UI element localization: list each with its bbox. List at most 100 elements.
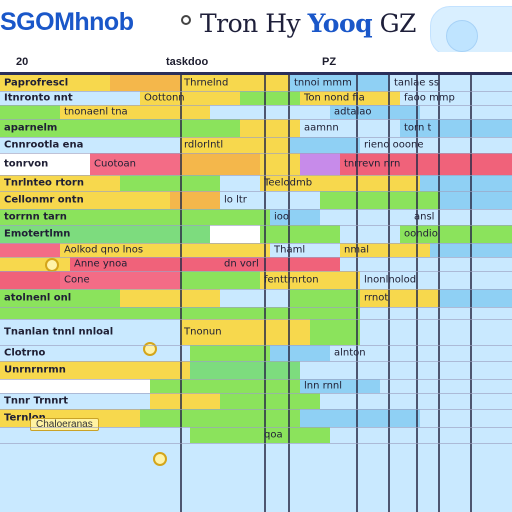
- event-block[interactable]: tnrrevn nrn: [340, 153, 512, 175]
- event-block[interactable]: ansl: [410, 209, 512, 225]
- event-block[interactable]: [260, 153, 300, 175]
- event-block[interactable]: [300, 409, 420, 427]
- event-block[interactable]: [270, 345, 330, 361]
- column-header-a[interactable]: 20: [16, 56, 29, 68]
- marker-icon[interactable]: [153, 452, 167, 466]
- event-block[interactable]: qoa: [260, 427, 330, 443]
- event-block[interactable]: alnton: [330, 345, 512, 361]
- event-block[interactable]: [190, 345, 270, 361]
- event-block[interactable]: [420, 175, 512, 191]
- event-badge[interactable]: Chaloeranas: [30, 418, 99, 431]
- event-block[interactable]: lnn rnnl: [300, 379, 380, 393]
- event-block[interactable]: Tnnr Trnnrt: [0, 393, 150, 409]
- table-row[interactable]: Tnrlnteo rtorn Teelodmb: [0, 175, 512, 191]
- event-block[interactable]: [110, 75, 180, 91]
- event-block[interactable]: [420, 105, 512, 119]
- event-block[interactable]: Paprofrescl: [0, 75, 110, 91]
- event-block[interactable]: rieno ooone: [360, 137, 512, 153]
- event-block[interactable]: [0, 307, 260, 319]
- event-block[interactable]: [320, 191, 440, 209]
- table-row[interactable]: qoa: [0, 427, 512, 443]
- event-block[interactable]: tanlae ss: [390, 75, 512, 91]
- event-block[interactable]: [90, 119, 240, 137]
- event-block[interactable]: [340, 257, 420, 271]
- event-block[interactable]: [320, 393, 400, 409]
- table-row[interactable]: tnonaenl tna adtalao: [0, 105, 512, 119]
- event-block[interactable]: Emotertlmn: [0, 225, 210, 243]
- column-header-c[interactable]: PZ: [322, 56, 337, 68]
- event-block[interactable]: [0, 379, 150, 393]
- event-block[interactable]: [440, 191, 512, 209]
- event-block[interactable]: [120, 209, 270, 225]
- event-block[interactable]: torrnn tarn: [0, 209, 120, 225]
- event-block[interactable]: aparnelm: [0, 119, 90, 137]
- event-block[interactable]: [260, 225, 340, 243]
- event-block[interactable]: [360, 307, 512, 319]
- event-block[interactable]: Cellonmr ontn: [0, 191, 170, 209]
- event-block[interactable]: [220, 289, 290, 307]
- table-row[interactable]: Clotrno alnton: [0, 345, 512, 361]
- table-row[interactable]: [0, 307, 512, 319]
- event-block[interactable]: Tnonun: [180, 319, 310, 345]
- event-block[interactable]: [0, 243, 60, 257]
- event-block[interactable]: [400, 393, 512, 409]
- event-block[interactable]: [150, 379, 220, 393]
- event-block[interactable]: Ton nond fia: [300, 91, 400, 105]
- table-row[interactable]: [0, 443, 512, 512]
- event-block[interactable]: [220, 379, 300, 393]
- event-block[interactable]: [0, 257, 70, 271]
- event-block[interactable]: fenttrnrton: [260, 271, 360, 289]
- column-header-b[interactable]: taskdoo: [166, 56, 209, 68]
- event-block[interactable]: [180, 153, 260, 175]
- event-block[interactable]: Cuotoan: [90, 153, 180, 175]
- event-block[interactable]: [190, 361, 300, 379]
- event-block[interactable]: [240, 119, 300, 137]
- event-block[interactable]: Clotrno: [0, 345, 190, 361]
- event-block[interactable]: Anne ynoa: [70, 257, 220, 271]
- event-block[interactable]: [300, 153, 340, 175]
- event-block[interactable]: [190, 427, 260, 443]
- event-block[interactable]: [180, 271, 260, 289]
- table-row[interactable]: Emotertlmn oondio: [0, 225, 512, 243]
- event-block[interactable]: [220, 393, 320, 409]
- event-block[interactable]: [0, 271, 60, 289]
- event-block[interactable]: Oottonn: [140, 91, 240, 105]
- event-block[interactable]: lo ltr: [220, 191, 320, 209]
- event-block[interactable]: [260, 307, 360, 319]
- event-block[interactable]: [0, 427, 190, 443]
- event-block[interactable]: Aolkod qno lnos: [60, 243, 270, 257]
- event-block[interactable]: Teelodmb: [260, 175, 420, 191]
- event-block[interactable]: Cone: [60, 271, 180, 289]
- event-block[interactable]: Cnnrootla ena: [0, 137, 180, 153]
- table-row[interactable]: Aolkod qno lnosThamlnmal: [0, 243, 512, 257]
- event-block[interactable]: Thrnelnd: [180, 75, 290, 91]
- table-row[interactable]: Unrnrnrmn: [0, 361, 512, 379]
- event-block[interactable]: [0, 105, 60, 119]
- event-block[interactable]: [120, 175, 220, 191]
- event-block[interactable]: [150, 393, 220, 409]
- event-block[interactable]: [440, 289, 512, 307]
- event-block[interactable]: lnonlnolod: [360, 271, 512, 289]
- event-block[interactable]: Tnrlnteo rtorn: [0, 175, 120, 191]
- event-block[interactable]: adtalao: [330, 105, 420, 119]
- event-block[interactable]: Tnanlan tnnl nnloal: [0, 319, 180, 345]
- event-block[interactable]: [210, 105, 330, 119]
- event-block[interactable]: rdlorlntl: [180, 137, 290, 153]
- event-block[interactable]: tnonaenl tna: [60, 105, 210, 119]
- event-block[interactable]: [420, 409, 512, 427]
- event-block[interactable]: [240, 91, 300, 105]
- event-block[interactable]: [360, 361, 512, 379]
- event-block[interactable]: [220, 409, 300, 427]
- event-block[interactable]: [210, 225, 260, 243]
- event-block[interactable]: oondio: [400, 225, 512, 243]
- event-block[interactable]: [320, 209, 410, 225]
- event-block[interactable]: atolnenl onl: [0, 289, 120, 307]
